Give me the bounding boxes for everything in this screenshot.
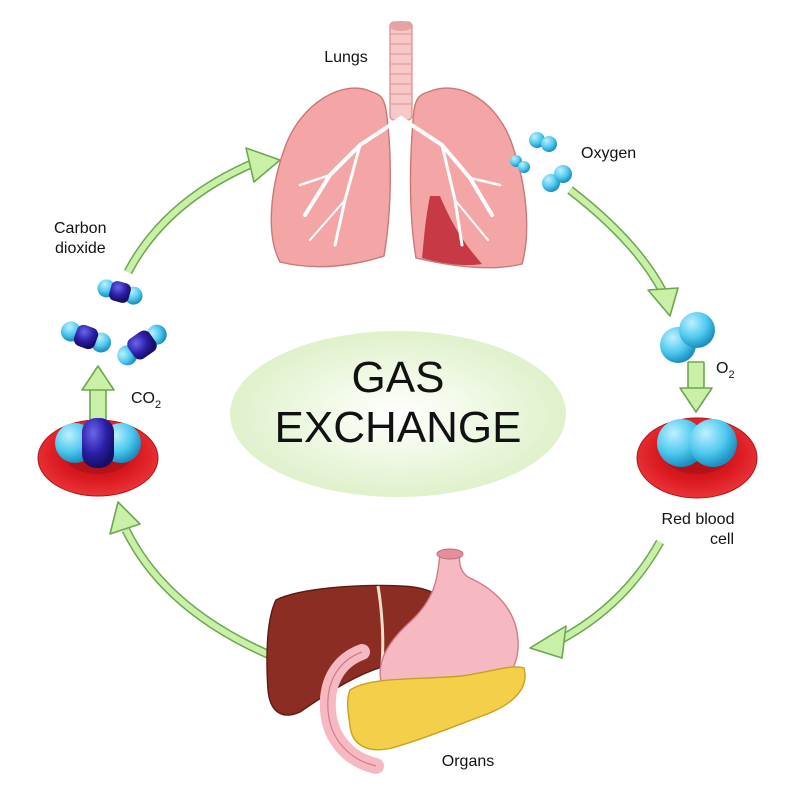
title-line-1: GAS [352, 353, 445, 402]
title-group: GAS EXCHANGE [230, 331, 566, 497]
label-organs: Organs [442, 753, 494, 770]
cycle-arrows [81, 147, 713, 661]
cycle-arrow-icon [567, 186, 679, 317]
co2-release-arrow-icon [81, 365, 115, 421]
red-blood-cell-icon [636, 417, 758, 499]
carbon-dioxide-molecule-icon [117, 324, 167, 366]
label-lungs: Lungs [324, 49, 368, 66]
oxygen-molecule-icon [542, 165, 572, 192]
o2-uptake-arrow-icon [679, 361, 713, 413]
label-co2: CO2 [131, 390, 161, 411]
label-o2-subscript: 2 [728, 369, 734, 381]
organs-group [266, 548, 526, 774]
cycle-arrow-icon [124, 147, 281, 275]
label-oxygen: Oxygen [581, 145, 636, 162]
oxygen-molecule-icon [660, 312, 715, 363]
oxygen-molecule-icon [529, 132, 557, 152]
label-co2-subscript: 2 [155, 399, 161, 411]
label-red-blood-cell-line-1: Red blood [662, 511, 735, 528]
title-ellipse [230, 331, 566, 497]
oxygen-molecule-icon [510, 155, 530, 173]
label-co2-main: CO [131, 390, 155, 407]
title-line-2: EXCHANGE [275, 403, 522, 452]
carbon-dioxide-molecule-icon [55, 418, 141, 468]
pancreas-icon [347, 666, 526, 751]
label-o2-main: O [716, 360, 728, 377]
cycle-arrow-icon [529, 539, 664, 659]
carbon-dioxide-molecule-icon [97, 279, 143, 305]
label-red-blood-cell-line-2: cell [710, 531, 734, 548]
carbon-dioxide-molecule-icon [60, 321, 112, 353]
label-carbon-dioxide-line-2: dioxide [55, 240, 106, 257]
lungs-icon [270, 21, 528, 269]
label-o2: O2 [716, 360, 735, 381]
cycle-arrow-icon [109, 501, 274, 661]
label-carbon-dioxide-line-1: Carbon [54, 220, 106, 237]
